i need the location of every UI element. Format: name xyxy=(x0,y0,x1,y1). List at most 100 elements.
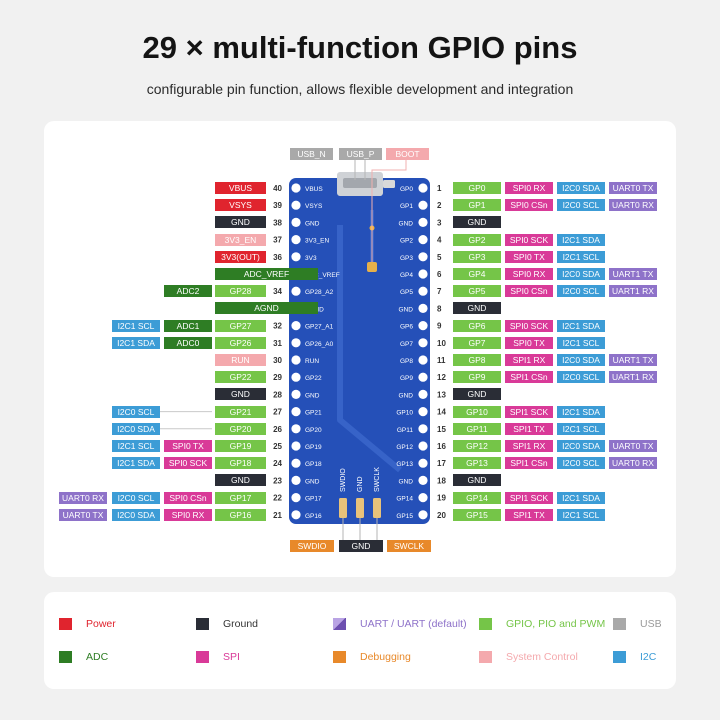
legend-swatch-usb xyxy=(613,618,626,630)
left-pin-label: VBUS xyxy=(215,182,266,194)
right-pin-label: I2C0 SCL xyxy=(557,371,605,384)
right-pin-label: I2C1 SDA xyxy=(557,491,605,504)
legend-swatch-power xyxy=(59,618,72,630)
left-pin-label: ADC2 xyxy=(164,285,212,298)
left-pin-label: ADC0 xyxy=(164,336,212,349)
right-pin-label: I2C1 SDA xyxy=(557,319,605,332)
right-pin-label: SPI0 CSn xyxy=(505,285,553,298)
legend-swatch-gpio xyxy=(479,618,492,630)
top-label-usb-p: USB_P xyxy=(339,148,382,160)
left-pin-label: GP21 xyxy=(215,405,266,418)
right-pin-label: GP1 xyxy=(453,199,501,212)
left-pin-label: I2C0 SCL xyxy=(112,491,160,504)
left-pin-label: I2C1 SDA xyxy=(112,336,160,349)
right-pin-label: SPI1 SCK xyxy=(505,405,553,418)
right-pin-label: GP6 xyxy=(453,319,501,332)
left-pin-label: GND xyxy=(215,216,266,229)
right-pin-label: SPI1 CSn xyxy=(505,457,553,470)
left-pin-label: GP19 xyxy=(215,440,266,452)
left-pin-label: SPI0 CSn xyxy=(164,491,212,504)
left-pin-label: GP20 xyxy=(215,422,266,435)
right-pin-label: UART0 RX xyxy=(609,199,657,212)
left-pin-label: GP22 xyxy=(215,371,266,384)
top-label-usb-n: USB_N xyxy=(290,148,333,160)
left-pin-label: I2C0 SCL xyxy=(112,405,160,418)
right-pin-label: I2C0 SDA xyxy=(557,354,605,366)
right-pin-label: I2C0 SCL xyxy=(557,199,605,212)
right-pin-label: GND xyxy=(453,302,501,315)
right-pin-label: GP9 xyxy=(453,371,501,384)
left-pin-label: UART0 TX xyxy=(59,508,107,521)
left-pin-label: I2C1 SDA xyxy=(112,457,160,470)
left-pin-label: ADC_VREF xyxy=(215,268,318,280)
right-pin-label: GP5 xyxy=(453,285,501,298)
right-pin-label: I2C0 SCL xyxy=(557,285,605,298)
left-pin-label: GND xyxy=(215,474,266,487)
page-title: 29 × multi-function GPIO pins xyxy=(142,30,578,65)
left-pin-label: UART0 RX xyxy=(59,491,107,504)
right-pin-label: SPI0 RX xyxy=(505,268,553,280)
right-pin-label: GND xyxy=(453,474,501,487)
right-pin-label: UART1 RX xyxy=(609,371,657,384)
legend-swatch-debug xyxy=(333,651,346,663)
right-pin-label: UART0 TX xyxy=(609,440,657,452)
legend-label-debug: Debugging xyxy=(360,651,411,663)
left-pin-label: I2C1 SCL xyxy=(112,440,160,452)
legend-label-usb: USB xyxy=(640,618,662,630)
left-pin-label: SPI0 SCK xyxy=(164,457,212,470)
right-pin-label: SPI0 TX xyxy=(505,336,553,349)
right-pin-label: I2C1 SCL xyxy=(557,508,605,521)
left-pin-label: GP17 xyxy=(215,491,266,504)
right-pin-label: GP15 xyxy=(453,508,501,521)
right-pin-label: GP8 xyxy=(453,354,501,366)
left-pin-label: ADC1 xyxy=(164,319,212,332)
right-pin-label: I2C0 SDA xyxy=(557,268,605,280)
right-pin-label: UART0 TX xyxy=(609,182,657,194)
left-pin-label: RUN xyxy=(215,354,266,366)
right-pin-label: GP12 xyxy=(453,440,501,452)
legend-swatch-ground xyxy=(196,618,209,630)
legend-label-spi: SPI xyxy=(223,651,240,663)
right-pin-label: GP0 xyxy=(453,182,501,194)
right-pin-label: UART1 TX xyxy=(609,268,657,280)
right-pin-label: GND xyxy=(453,388,501,401)
legend-label-i2c: I2C xyxy=(640,651,657,663)
right-pin-label: SPI0 SCK xyxy=(505,319,553,332)
legend-label-ground: Ground xyxy=(223,618,259,630)
right-pin-label: I2C1 SDA xyxy=(557,233,605,246)
left-pin-label: SPI0 TX xyxy=(164,440,212,452)
right-pin-label: I2C1 SCL xyxy=(557,422,605,435)
legend-label-sys: System Control xyxy=(506,651,578,663)
bottom-label-gnd: GND xyxy=(339,540,383,552)
left-pin-label: 3V3(OUT) xyxy=(215,250,266,263)
legend-label-power: Power xyxy=(86,618,116,630)
right-pin-label: GP11 xyxy=(453,422,501,435)
top-label-boot: BOOT xyxy=(386,148,429,160)
left-pin-label: GND xyxy=(215,388,266,401)
left-pin-label: SPI0 RX xyxy=(164,508,212,521)
legend-swatch-i2c xyxy=(613,651,626,663)
right-pin-label: UART0 RX xyxy=(609,457,657,470)
left-pin-label: GP28 xyxy=(215,285,266,298)
bottom-label-swclk: SWCLK xyxy=(387,540,431,552)
left-pin-label: AGND xyxy=(215,302,318,315)
left-pin-label: I2C1 SCL xyxy=(112,319,160,332)
right-pin-label: SPI0 TX xyxy=(505,250,553,263)
left-pin-label: VSYS xyxy=(215,199,266,212)
page-subtitle: configurable pin function, allows flexib… xyxy=(146,81,574,97)
right-pin-label: SPI0 CSn xyxy=(505,199,553,212)
right-pin-label: SPI1 CSn xyxy=(505,371,553,384)
legend-label-gpio: GPIO, PIO and PWM xyxy=(506,618,606,630)
left-pin-label: GP16 xyxy=(215,508,266,521)
legend-swatch-spi xyxy=(196,651,209,663)
left-pin-label: 3V3_EN xyxy=(215,233,266,246)
right-pin-label: SPI1 RX xyxy=(505,440,553,452)
legend-panel xyxy=(44,592,676,689)
right-pin-label: I2C1 SDA xyxy=(557,405,605,418)
right-pin-label: SPI0 SCK xyxy=(505,233,553,246)
left-pin-label: I2C0 SDA xyxy=(112,508,160,521)
bottom-label-swdio: SWDIO xyxy=(290,540,334,552)
left-pin-label: I2C0 SDA xyxy=(112,422,160,435)
right-pin-label: GP10 xyxy=(453,405,501,418)
right-pin-label: GP14 xyxy=(453,491,501,504)
